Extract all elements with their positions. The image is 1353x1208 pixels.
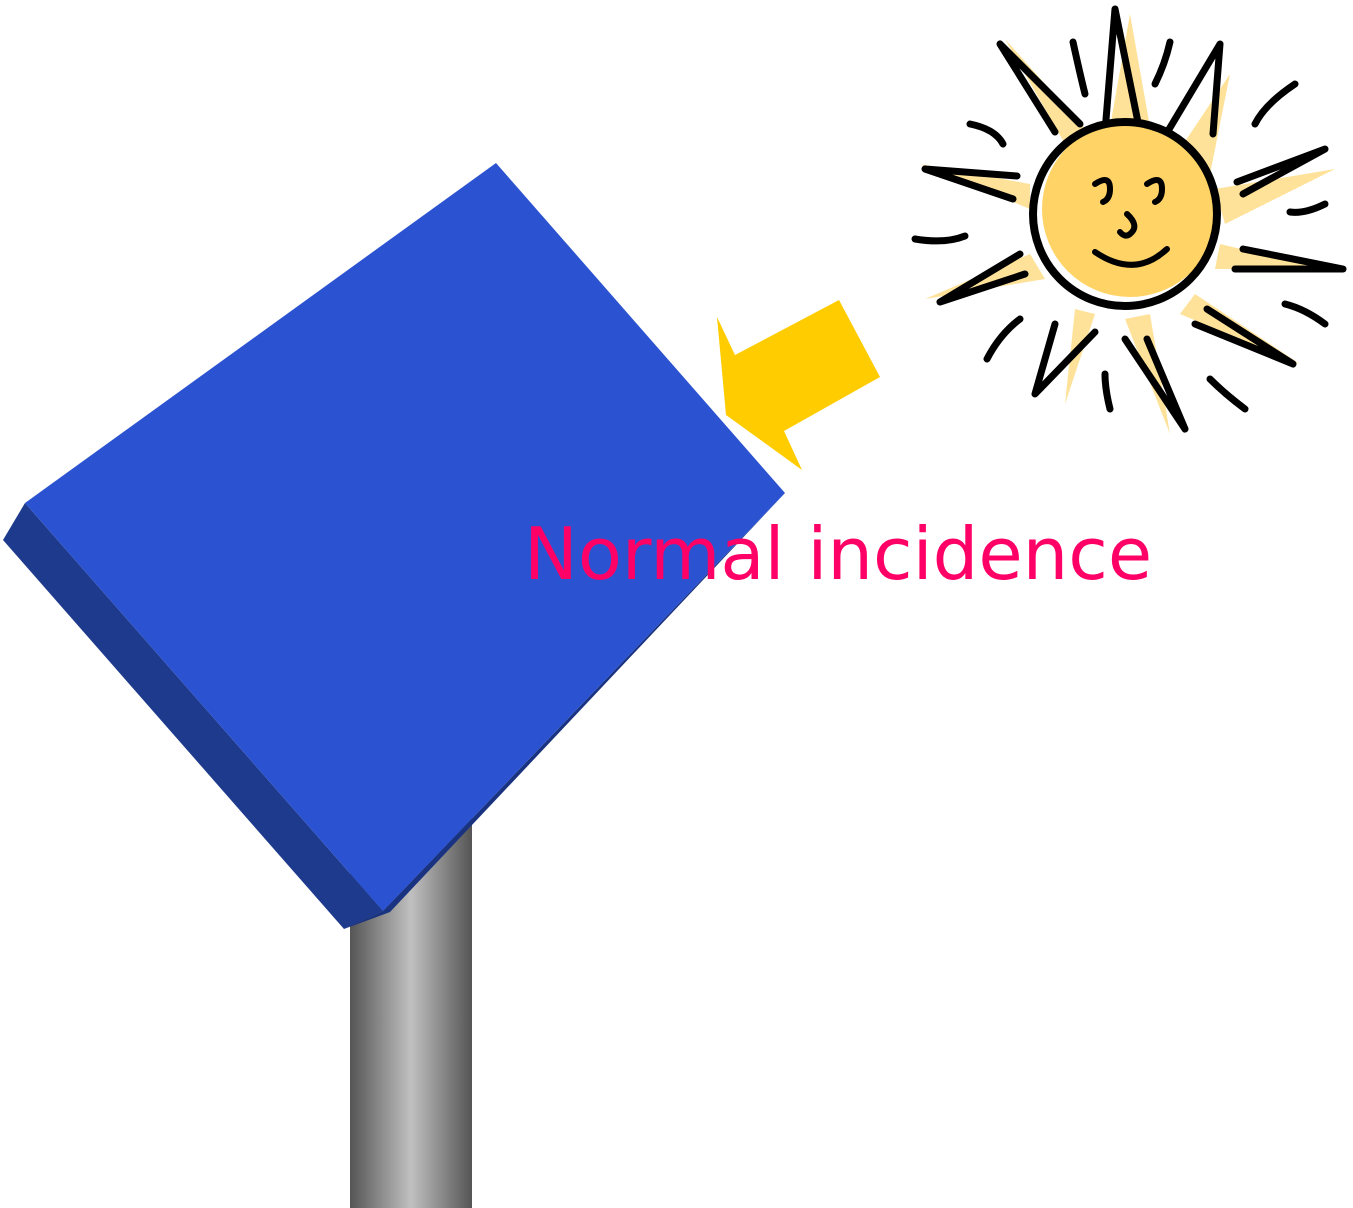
sun-icon <box>915 9 1343 434</box>
normal-incidence-label: Normal incidence <box>524 518 1152 590</box>
